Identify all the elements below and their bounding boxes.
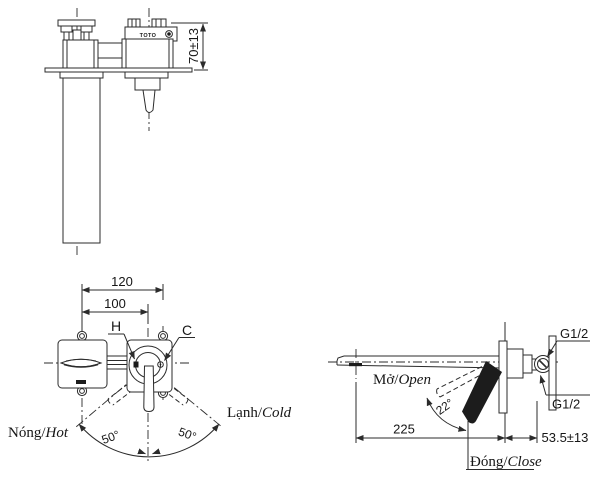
wall-flange-plate [44, 67, 193, 73]
dim-span-inner: 100 [81, 296, 149, 316]
dim-wall-text: 53.5±13 [542, 430, 589, 445]
dim-wall-depth: 53.5±13 [504, 401, 589, 445]
cold-label-en: Cold [262, 405, 292, 421]
spout-escutcheon [57, 330, 108, 397]
thread-top-callout: G1/2 [547, 326, 590, 357]
angle-left-text: 50° [100, 427, 122, 446]
hot-label: Nóng/Hot [8, 425, 69, 441]
cold-label: Lạnh/Cold [227, 405, 292, 421]
open-label: Mở/Open [373, 372, 431, 388]
brand-text: TOTO [140, 33, 157, 39]
close-label-en: Close [508, 454, 543, 470]
dim-span-inner-text: 100 [104, 296, 126, 311]
thread-bottom-callout: G1/2 [539, 375, 590, 412]
spout-side [336, 355, 503, 369]
open-angle: 22° [426, 396, 467, 432]
swing-arc [78, 423, 220, 458]
outlet-slot [76, 380, 86, 384]
side-view: 22° Mở/Open Đóng/Close 225 53.5±13 G1/2 … [328, 322, 590, 470]
dim-height: 70±13 [171, 22, 208, 71]
aerator [349, 363, 362, 367]
mounting-plate-side [548, 335, 557, 411]
mounting-hardware-left [57, 19, 96, 41]
dim-span-outer-text: 120 [111, 274, 133, 289]
lever-front [143, 365, 155, 413]
mounting-hardware-right: TOTO [124, 18, 178, 42]
cold-label-sep: / [258, 405, 263, 421]
hot-port-callout: H [108, 318, 135, 360]
swing-axis-right [147, 365, 223, 428]
lever-open-ghost [436, 362, 490, 398]
lever-top [142, 89, 156, 113]
dim-span-outer: 120 [81, 274, 164, 294]
hot-label-en: Hot [45, 425, 69, 441]
cold-label-vi: Lạnh [227, 405, 258, 421]
thread-bottom-text: G1/2 [552, 397, 580, 412]
cold-port-label: C [182, 322, 192, 338]
open-label-sep: / [394, 372, 399, 388]
hot-port-mark [133, 361, 139, 368]
valve-bodies [62, 38, 174, 69]
valve-escutcheon [126, 330, 173, 413]
close-label: Đóng/Close [470, 454, 542, 470]
close-label-sep: / [503, 454, 508, 470]
front-view: 50° 50° 120 100 H C Nóng/Hot Lạnh/Cold [8, 274, 292, 462]
top-view: TOTO 70±13 [44, 8, 208, 256]
close-callout: Đóng/Close [466, 421, 542, 470]
open-label-en: Open [398, 372, 431, 388]
hot-label-sep: / [41, 425, 46, 441]
open-label-vi: Mở [373, 372, 395, 388]
dim-reach-text: 225 [393, 422, 415, 437]
lever-side [462, 361, 502, 424]
spout-top [59, 71, 104, 244]
valve-body-side [506, 335, 557, 411]
cold-port-callout: C [164, 322, 195, 361]
indicator-dot [167, 32, 171, 36]
dim-height-text: 70±13 [186, 28, 201, 64]
dim-reach: 225 [355, 422, 506, 442]
wall-escutcheon-side [498, 340, 508, 414]
hot-label-vi: Nóng [8, 425, 42, 441]
thread-top-text: G1/2 [560, 326, 588, 341]
indicator-ring [165, 30, 173, 38]
handle-top [124, 71, 169, 113]
cold-port-mark [157, 361, 164, 368]
angle-right-text: 50° [176, 425, 198, 444]
hot-port-label: H [111, 318, 121, 334]
lever-swing-left [107, 373, 147, 406]
close-label-vi: Đóng [470, 454, 504, 470]
connecting-pipe [104, 355, 128, 370]
